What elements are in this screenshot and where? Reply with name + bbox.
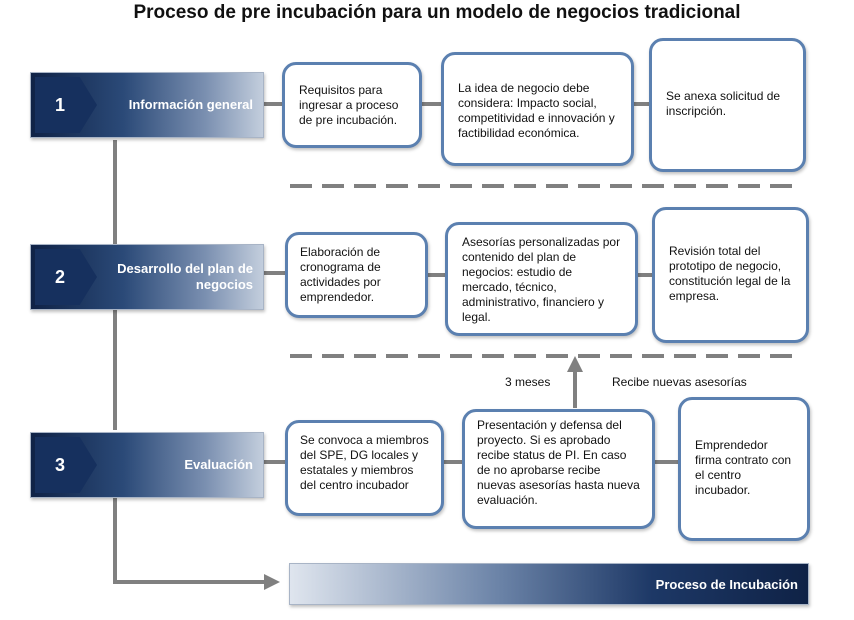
step-1-label: Información general bbox=[128, 97, 253, 112]
step-3-label: Evaluación bbox=[184, 457, 253, 472]
box-business-idea: La idea de negocio debe considera: Impac… bbox=[441, 52, 634, 166]
box-consulting: Asesorías personalizadas por contenido d… bbox=[445, 222, 638, 336]
step-1: 1 Información general bbox=[30, 72, 264, 138]
step-2-number: 2 bbox=[35, 249, 97, 305]
step-3: 3 Evaluación bbox=[30, 432, 264, 498]
box-contract: Emprendedor firma contrato con el centro… bbox=[678, 397, 810, 541]
note-new-advice: Recibe nuevas asesorías bbox=[612, 375, 747, 389]
trunk-to-incubation-arrow bbox=[113, 494, 280, 590]
note-months: 3 meses bbox=[505, 375, 551, 389]
step-3-number: 3 bbox=[35, 437, 97, 493]
box-schedule: Elaboración de cronograma de actividades… bbox=[285, 232, 428, 318]
diagram-title: Proceso de pre incubación para un modelo… bbox=[133, 2, 741, 23]
incubation-process-bar: Proceso de Incubación bbox=[289, 563, 809, 605]
box-prototype-review: Revisión total del prototipo de negocio,… bbox=[652, 207, 809, 343]
box-requirements: Requisitos para ingresar a proceso de pr… bbox=[282, 62, 422, 148]
box-convocation: Se convoca a miembros del SPE, DG locale… bbox=[285, 420, 444, 516]
step-1-number: 1 bbox=[35, 77, 97, 133]
step-2-label: Desarrollo del plan de negocios bbox=[117, 261, 253, 292]
step-2: 2 Desarrollo del plan de negocios bbox=[30, 244, 264, 310]
box-registration: Se anexa solicitud de inscripción. bbox=[649, 38, 806, 172]
box-presentation: Presentación y defensa del proyecto. Si … bbox=[462, 409, 655, 529]
